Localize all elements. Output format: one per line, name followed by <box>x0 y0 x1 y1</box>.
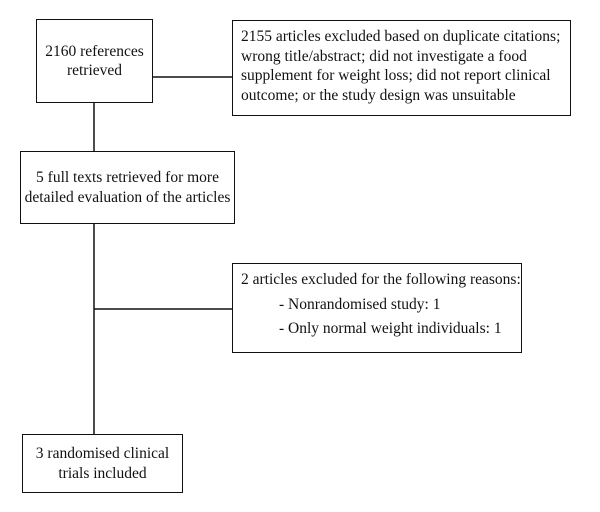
box-heading: 2 articles excluded for the following re… <box>241 271 521 288</box>
box-articles-excluded-screening: 2155 articles excluded based on duplicat… <box>232 20 571 116</box>
exclusion-reason: - Nonrandomised study: 1 <box>279 295 441 313</box>
box-text-line: 5 full texts retrieved for more <box>36 169 219 186</box>
box-trials-included: 3 randomised clinical trials included <box>22 434 183 493</box>
box-text-line: detailed evaluation of the articles <box>24 188 231 206</box>
exclusion-reason: - Only normal weight individuals: 1 <box>279 320 502 337</box>
box-text-line: 2155 articles excluded based on duplicat… <box>241 28 561 45</box>
box-text-line: 2160 references <box>45 42 144 60</box>
box-text-line: trials included <box>58 464 147 482</box>
box-articles-excluded-full-text: 2 articles excluded for the following re… <box>232 263 522 353</box>
box-text-line: supplement for weight loss; did not repo… <box>241 67 551 84</box>
box-references-retrieved-text: 2160 references retrieved <box>45 42 144 81</box>
box-trials-included-text: 3 randomised clinical trials included <box>36 444 169 483</box>
box-references-retrieved: 2160 references retrieved <box>36 19 153 103</box>
box-text-line: 3 randomised clinical <box>35 445 170 462</box>
box-full-texts-retrieved-text: 5 full texts retrieved for more detailed… <box>25 168 231 207</box>
box-text-line: outcome; or the study design was unsuita… <box>241 86 516 104</box>
box-full-texts-retrieved: 5 full texts retrieved for more detailed… <box>20 151 235 224</box>
box-text-line: retrieved <box>66 62 123 79</box>
box-text-line: wrong title/abstract; did not investigat… <box>241 47 527 65</box>
